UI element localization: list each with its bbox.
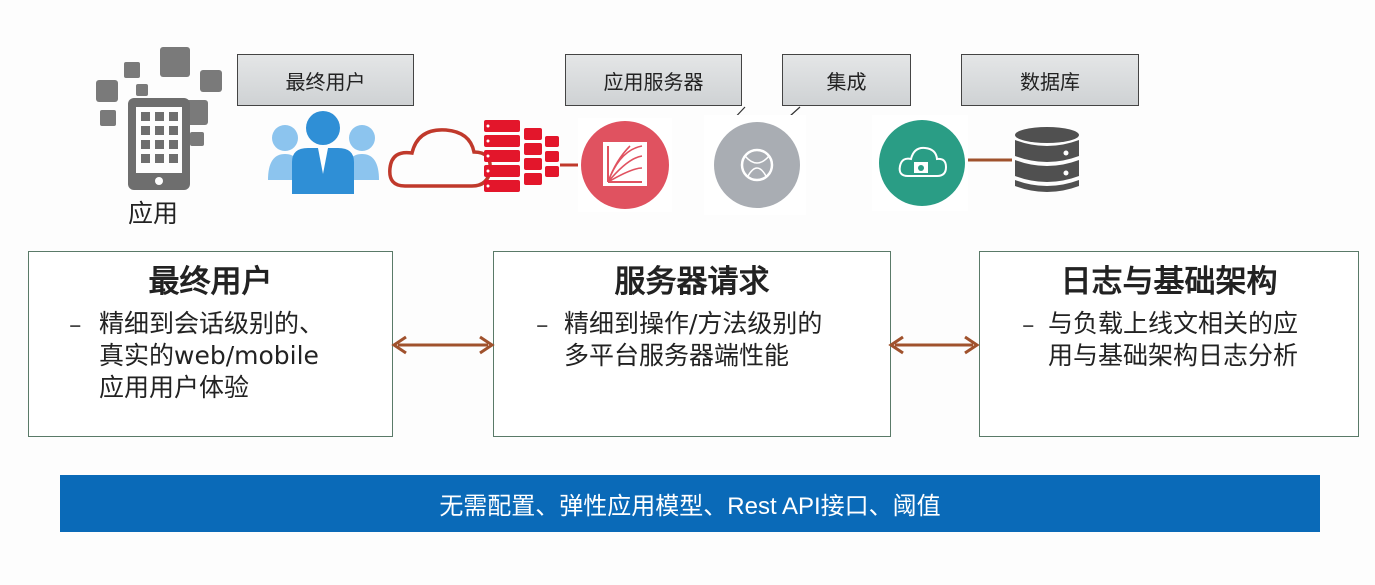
- text-line: 应用用户体验: [99, 373, 250, 402]
- box-text: 精细到会话级别的、 真实的web/mobile 应用用户体验: [99, 308, 324, 404]
- box-server-request: 服务器请求 – 精细到操作/方法级别的 多平台服务器端性能: [493, 251, 891, 437]
- box-title: 日志与基础架构: [1060, 264, 1278, 300]
- cloud-icon: [388, 128, 492, 188]
- app-label: 应用: [128, 199, 179, 228]
- box-text: 与负载上线文相关的应 用与基础架构日志分析: [1048, 308, 1298, 372]
- tablet-mosaic-icon: [96, 47, 222, 190]
- integration-icon: [704, 115, 806, 215]
- text-line: 精细到会话级别的、: [99, 309, 325, 338]
- tag-end-user: 最终用户: [237, 54, 414, 106]
- dash-bullet: –: [536, 310, 549, 339]
- text-line: 精细到操作/方法级别的: [564, 309, 823, 338]
- server-rack-icon: [484, 120, 559, 192]
- text-line: 真实的web/mobile: [99, 341, 319, 370]
- box-title: 服务器请求: [614, 264, 770, 300]
- tag-app-server: 应用服务器: [565, 54, 742, 106]
- box-end-user: 最终用户 – 精细到会话级别的、 真实的web/mobile 应用用户体验: [28, 251, 393, 437]
- text-line: 多平台服务器端性能: [564, 341, 790, 370]
- app-server-icon: [578, 118, 672, 212]
- box-title: 最终用户: [148, 264, 273, 300]
- dash-bullet: –: [69, 310, 82, 339]
- text-line: 与负载上线文相关的应: [1048, 309, 1299, 338]
- users-icon: [268, 111, 379, 194]
- tag-database: 数据库: [961, 54, 1139, 106]
- box-log-infra: 日志与基础架构 – 与负载上线文相关的应 用与基础架构日志分析: [979, 251, 1359, 437]
- double-arrow-left: [391, 335, 495, 355]
- database-icon: [1015, 127, 1079, 192]
- diagram-graphics: [96, 47, 1079, 215]
- double-arrow-right: [888, 335, 980, 355]
- text-line: 用与基础架构日志分析: [1048, 341, 1299, 370]
- tag-integration: 集成: [782, 54, 911, 106]
- cloud-gear-icon: [872, 115, 968, 211]
- box-text: 精细到操作/方法级别的 多平台服务器端性能: [564, 308, 822, 372]
- feature-banner: 无需配置、弹性应用模型、Rest API接口、阈值: [60, 475, 1320, 532]
- dash-bullet: –: [1022, 310, 1035, 339]
